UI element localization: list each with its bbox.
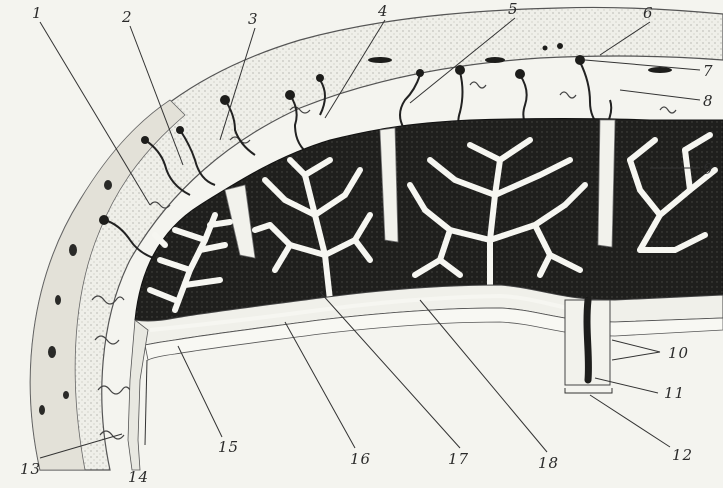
label-5: 5 <box>508 0 519 18</box>
label-14: 14 <box>128 468 149 486</box>
label-12: 12 <box>672 446 693 464</box>
label-7: 7 <box>703 62 714 80</box>
label-4: 4 <box>377 2 389 20</box>
chorion-membrane <box>128 320 148 470</box>
label-1: 1 <box>32 4 43 22</box>
label-13: 13 <box>20 460 41 478</box>
label-2: 2 <box>121 8 133 26</box>
label-16: 16 <box>350 450 371 468</box>
label-11: 11 <box>664 384 685 402</box>
label-18: 18 <box>538 454 559 472</box>
label-9: 9 <box>703 160 714 178</box>
label-17: 17 <box>448 450 469 468</box>
umbilical-bracket <box>565 388 612 393</box>
label-15: 15 <box>218 438 239 456</box>
label-8: 8 <box>703 92 714 110</box>
label-3: 3 <box>248 10 259 28</box>
label-6: 6 <box>643 4 654 22</box>
label-10: 10 <box>668 344 689 362</box>
umbilical-vessel <box>587 300 588 380</box>
